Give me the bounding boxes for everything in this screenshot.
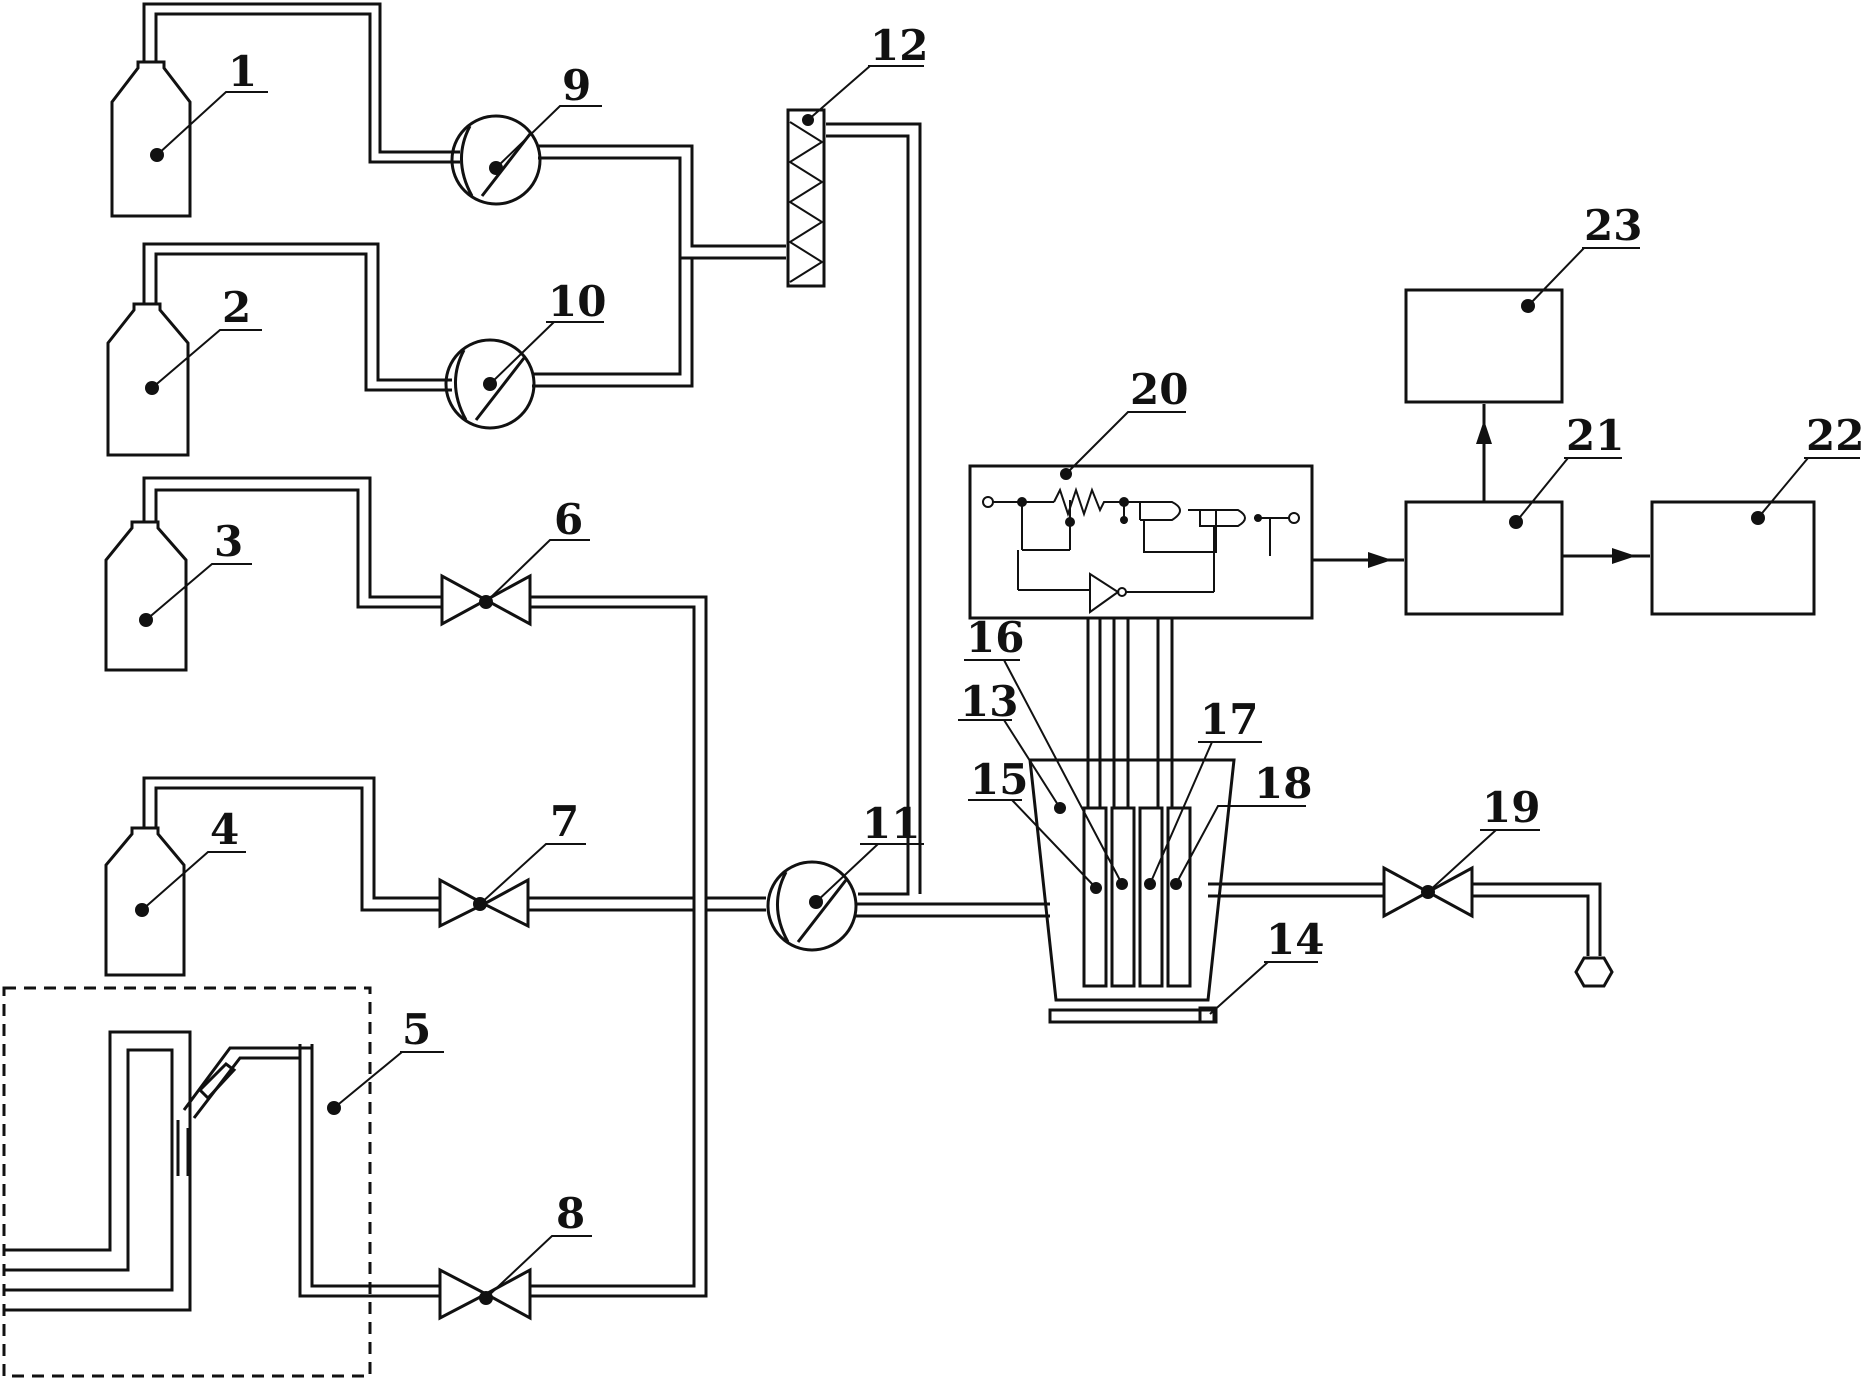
label-19: 19 [1482,783,1540,832]
label-6: 6 [554,495,583,544]
label-underlines [208,65,1860,1237]
label-15: 15 [970,755,1028,804]
label-18: 18 [1254,759,1312,808]
label-20: 20 [1130,365,1188,414]
mixer-12 [786,108,826,288]
label-23: 23 [1584,201,1642,250]
label-9: 9 [562,61,591,110]
sampling-unit-5 [2,986,372,1378]
circuit-box-20 [968,464,1314,620]
label-4: 4 [210,805,239,854]
label-1: 1 [228,47,257,96]
label-10: 10 [548,277,606,326]
valve-8 [438,1267,532,1321]
detection-cell-13 [1028,758,1236,1024]
label-14: 14 [1266,915,1324,964]
label-5: 5 [402,1005,431,1054]
drain-outlet [1574,956,1614,988]
label-7: 7 [550,797,579,846]
bottle-4 [104,826,186,977]
valve-7 [438,877,530,929]
label-13: 13 [960,677,1018,726]
label-3: 3 [214,517,243,566]
label-12: 12 [870,21,928,70]
valve-6 [440,573,532,627]
box-21 [1404,500,1564,616]
pump-11 [766,860,858,952]
label-11: 11 [862,799,920,848]
pump-9 [450,114,542,206]
label-16: 16 [966,613,1024,662]
bottle-1 [110,60,192,218]
label-2: 2 [222,283,251,332]
bottle-2 [106,302,190,457]
electrode-wires [1086,618,1174,808]
tubing [142,2,1602,1298]
number-labels: 1 2 3 4 5 6 7 8 9 10 11 12 13 14 15 16 1… [210,21,1864,1238]
box-23 [1404,288,1564,404]
box-22 [1650,500,1816,616]
label-17: 17 [1200,695,1258,744]
label-21: 21 [1566,411,1624,460]
label-22: 22 [1806,411,1864,460]
label-8: 8 [556,1189,585,1238]
signal-arrows [1312,404,1650,568]
